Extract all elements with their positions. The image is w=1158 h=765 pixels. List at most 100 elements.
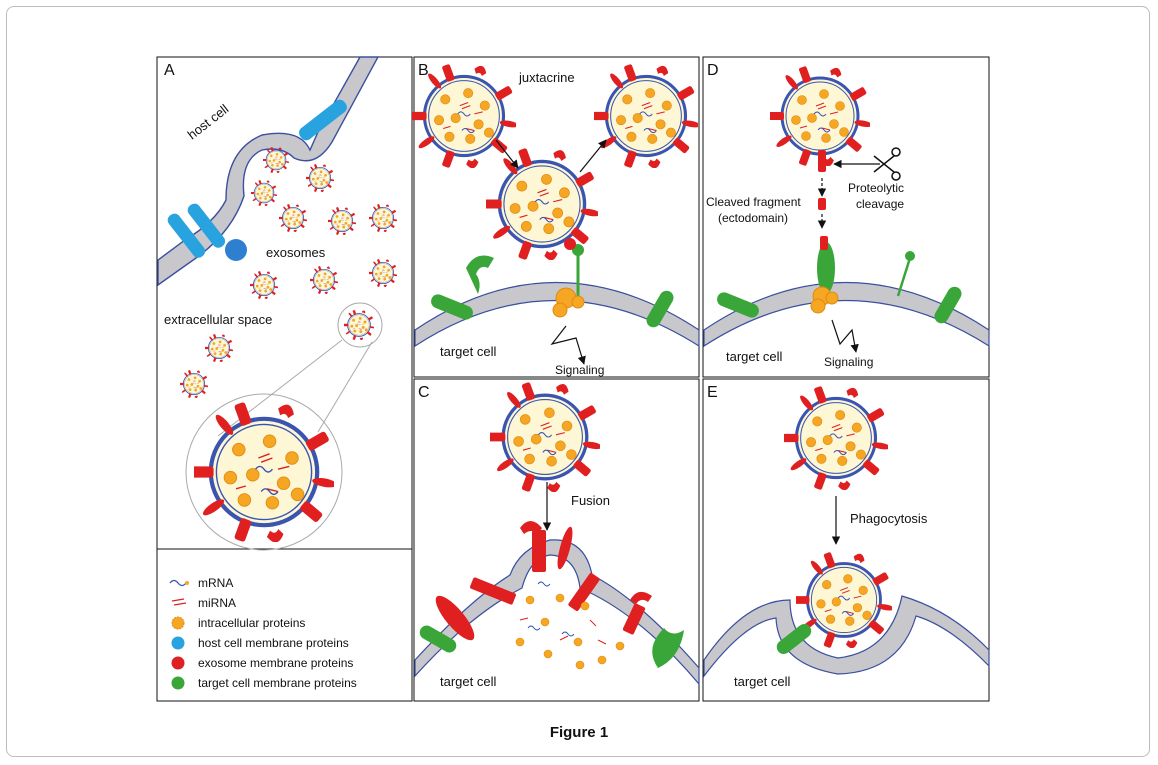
signaling-label-d: Signaling bbox=[824, 355, 873, 369]
target-protein-b-3 bbox=[646, 290, 674, 328]
mrna-icon bbox=[169, 579, 187, 587]
target-protein-b-1 bbox=[466, 255, 494, 294]
legend-item-label: intracellular proteins bbox=[198, 616, 305, 630]
legend-item-label: exosome membrane proteins bbox=[198, 656, 353, 670]
arrow-b-1 bbox=[495, 139, 519, 169]
exo-protein-c-8 bbox=[630, 591, 652, 604]
exo-protein-c-3 bbox=[557, 526, 573, 570]
signal-protein-b-3 bbox=[552, 302, 568, 318]
exosome-small bbox=[306, 164, 334, 192]
signaling-arrow-d bbox=[831, 319, 859, 353]
exo-protein-c-2 bbox=[520, 521, 542, 534]
host-protein-icon bbox=[171, 636, 185, 650]
proteolytic-label-2: cleavage bbox=[856, 197, 904, 211]
exo-protein-c-1 bbox=[532, 530, 546, 572]
arrow-b-2 bbox=[579, 139, 607, 173]
panel-b-border bbox=[413, 56, 700, 378]
panel-c: C Fusion target cell bbox=[414, 382, 700, 689]
fusion-label: Fusion bbox=[571, 493, 610, 508]
released-cargo bbox=[515, 593, 625, 670]
cleaved-fragment-label-1: Cleaved fragment bbox=[706, 195, 801, 209]
zoom-line-2 bbox=[317, 341, 373, 433]
exosome-small bbox=[279, 204, 307, 232]
exosome-b-right bbox=[594, 64, 698, 168]
target-protein-icon bbox=[171, 676, 185, 690]
legend: mRNA miRNA intracellular proteins host c… bbox=[169, 576, 357, 690]
legend-item-label: miRNA bbox=[198, 596, 236, 610]
legend-item-label: target cell membrane proteins bbox=[198, 676, 357, 690]
exosome-small bbox=[180, 370, 208, 398]
receptor-head-d-2 bbox=[905, 251, 915, 261]
signaling-label-b: Signaling bbox=[555, 363, 604, 377]
zoom-circle-large bbox=[185, 393, 343, 551]
exosome-e-top bbox=[784, 386, 888, 490]
panel-e-border bbox=[702, 378, 990, 702]
cleavable-protein-d bbox=[818, 150, 826, 172]
exosome-zoomed-large bbox=[191, 402, 338, 544]
panel-c-border bbox=[413, 378, 700, 702]
legend-item-label: mRNA bbox=[198, 576, 233, 590]
host-cell-label: host cell bbox=[185, 101, 232, 142]
exosome-small bbox=[250, 271, 278, 299]
exo-protein-c-5 bbox=[435, 595, 475, 641]
host-protein-1 bbox=[299, 99, 347, 141]
mrna-cap-icon bbox=[185, 581, 189, 585]
figure-caption: Figure 1 bbox=[549, 724, 609, 741]
exo-protein-c-7 bbox=[622, 603, 646, 635]
panel-e-letter: E bbox=[707, 384, 718, 401]
bound-fragment-d bbox=[820, 236, 828, 250]
target-protein-c-1 bbox=[419, 625, 457, 653]
target-protein-d-1 bbox=[717, 292, 759, 318]
released-mrna bbox=[527, 581, 575, 637]
extracellular-space-label: extracellular space bbox=[164, 312, 272, 327]
host-protein-ball bbox=[225, 239, 247, 261]
exosomes-label: exosomes bbox=[266, 245, 326, 260]
target-protein-d-2 bbox=[934, 286, 962, 324]
mirna-icon bbox=[171, 598, 187, 606]
signal-protein-d-2 bbox=[825, 291, 839, 305]
panel-d-letter: D bbox=[707, 62, 719, 79]
target-cell-label-d: target cell bbox=[726, 349, 782, 364]
target-protein-b-2 bbox=[431, 294, 473, 320]
proteolytic-label-1: Proteolytic bbox=[848, 181, 904, 195]
panel-d: D Proteolytic cleavage Cleaved fragment … bbox=[703, 62, 990, 369]
exosome-b-center bbox=[486, 148, 598, 260]
released-mirna bbox=[519, 617, 607, 645]
legend-item-label: host cell membrane proteins bbox=[198, 636, 349, 650]
zoom-circle-small bbox=[337, 302, 383, 348]
exo-protein-c-6 bbox=[568, 572, 600, 612]
figure-frame bbox=[6, 6, 1150, 757]
target-protein-c-2 bbox=[652, 628, 684, 668]
legend-border bbox=[156, 548, 413, 702]
exosome-c bbox=[490, 382, 600, 492]
panel-b-letter: B bbox=[418, 62, 429, 79]
panel-b: B juxtacrine target cell Signaling bbox=[412, 62, 700, 377]
target-receptor-d-2 bbox=[896, 257, 912, 297]
exosome-small bbox=[251, 180, 277, 206]
juxtacrine-label: juxtacrine bbox=[518, 70, 575, 85]
target-cell-membrane-b bbox=[414, 281, 700, 348]
exosome-small bbox=[328, 207, 356, 235]
exosome-protein-icon bbox=[171, 656, 185, 670]
panel-d-border bbox=[702, 56, 990, 378]
exosome-small bbox=[369, 204, 397, 232]
target-cell-membrane-d bbox=[703, 281, 990, 348]
exosome-small bbox=[369, 259, 397, 287]
target-cell-label-c: target cell bbox=[440, 674, 496, 689]
host-protein-2 bbox=[167, 213, 206, 258]
exosome-zoomed-small bbox=[344, 310, 374, 340]
exosome-b-left bbox=[412, 64, 516, 168]
cleaved-fragment bbox=[818, 198, 826, 210]
host-protein-3 bbox=[187, 203, 226, 248]
exosome-small bbox=[310, 266, 338, 294]
signal-protein-b-2 bbox=[571, 295, 585, 309]
panel-a: A host cell exosomes extracellular space bbox=[157, 56, 397, 551]
target-protein-e bbox=[776, 623, 812, 655]
phagocytosis-label: Phagocytosis bbox=[850, 511, 928, 526]
zoom-line-1 bbox=[217, 339, 343, 437]
intracellular-protein-icon bbox=[171, 616, 185, 630]
panel-c-letter: C bbox=[418, 384, 430, 401]
panel-a-letter: A bbox=[164, 62, 175, 79]
exo-protein-c-4 bbox=[470, 577, 516, 605]
